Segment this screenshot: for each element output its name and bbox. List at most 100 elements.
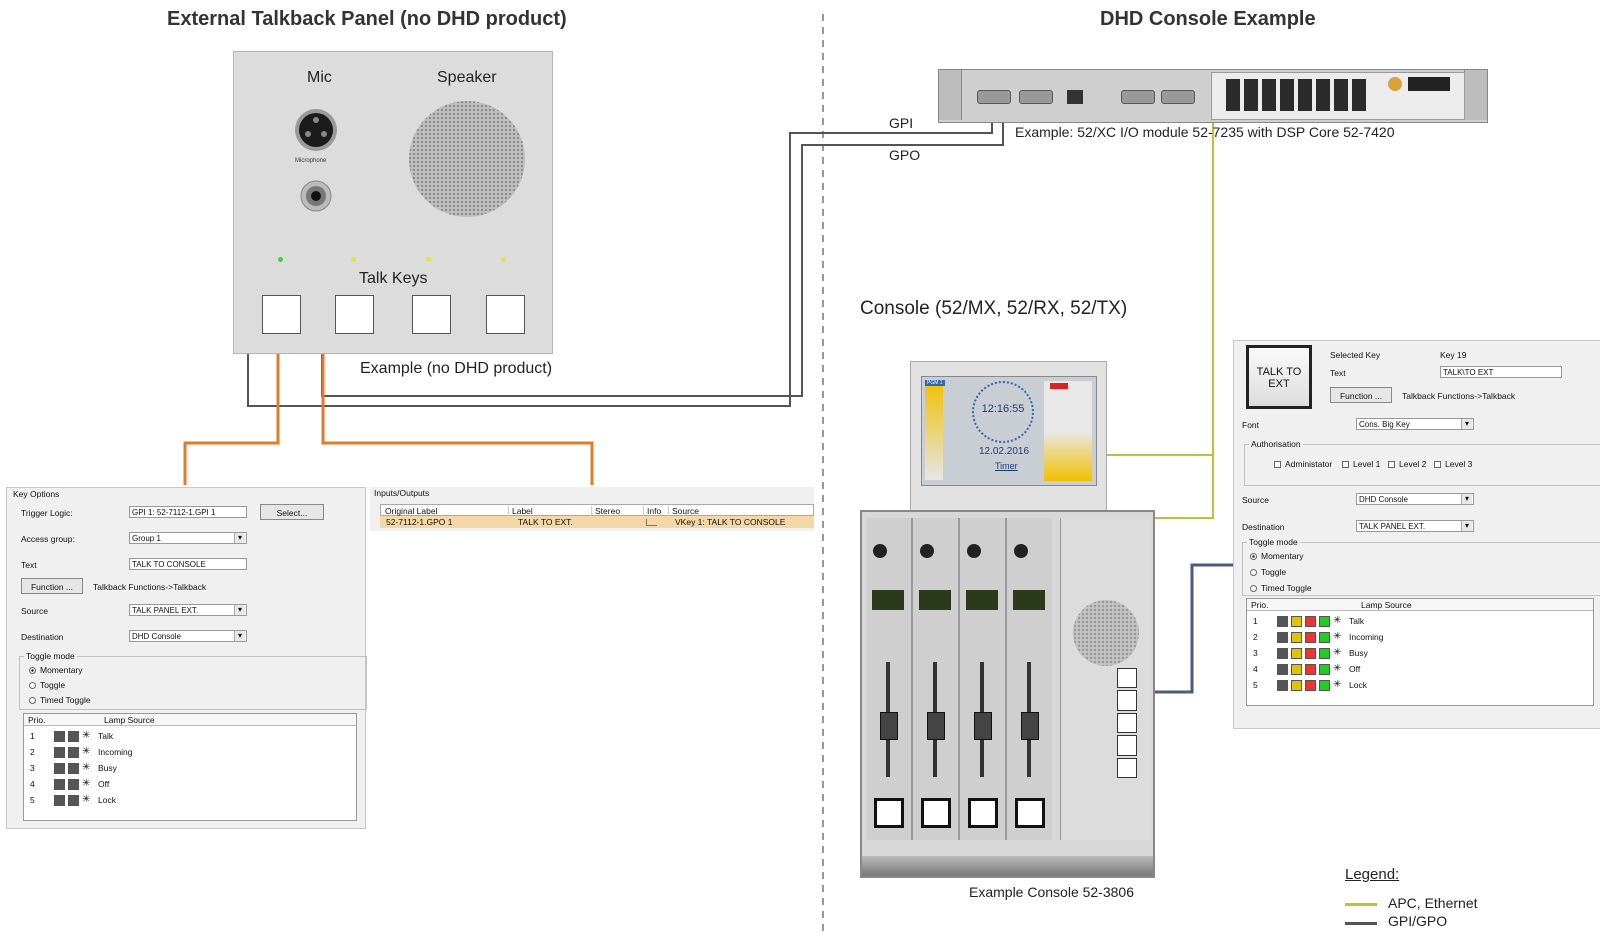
lamp-row-prio: 2 xyxy=(1253,632,1258,642)
io-header-label: Label xyxy=(508,506,533,516)
auth-administrator[interactable]: Administator xyxy=(1274,459,1332,469)
key-text-field[interactable]: TALK\TO EXT xyxy=(1440,366,1562,378)
speaker-label: Speaker xyxy=(437,69,497,86)
key-destination-select[interactable]: TALK PANEL EXT. xyxy=(1356,520,1474,532)
function-value: Talkback Functions->Talkback xyxy=(93,582,207,592)
key-source-select[interactable]: DHD Console xyxy=(1356,493,1474,505)
toggle-timed-label: Timed Toggle xyxy=(40,695,91,705)
function-button[interactable]: Function ... xyxy=(21,578,83,594)
auth-level-2-label: Level 2 xyxy=(1399,459,1427,469)
channel-key-2[interactable] xyxy=(921,798,951,828)
lamp-row[interactable]: 5✳Lock xyxy=(1247,679,1593,693)
lamp-swatch xyxy=(1277,680,1288,691)
trigger-logic-label: Trigger Logic: xyxy=(21,508,73,518)
auth-level-1[interactable]: Level 1 xyxy=(1342,459,1380,469)
toggle-toggle-label: Toggle xyxy=(40,680,66,690)
fader-cap-2[interactable] xyxy=(927,712,945,740)
lamp-row-prio: 1 xyxy=(30,731,35,741)
toggle-mode-title: Toggle mode xyxy=(24,651,77,661)
lamp-icon: ✳ xyxy=(82,762,91,773)
lamp-row-name: Lock xyxy=(1349,680,1367,690)
fader-cap-1[interactable] xyxy=(880,712,898,740)
auth-level-2[interactable]: Level 2 xyxy=(1388,459,1426,469)
lamp-row-name: Off xyxy=(98,779,110,789)
key-function-button[interactable]: Function ... xyxy=(1330,387,1392,403)
text-label: Text xyxy=(21,560,37,570)
console-talk-key-4[interactable] xyxy=(1117,735,1137,756)
lamp-row[interactable]: 2✳Incoming xyxy=(1247,631,1593,645)
console-talk-key-1[interactable] xyxy=(1117,668,1137,689)
talk-key-1[interactable] xyxy=(262,295,301,334)
lamp-swatch xyxy=(1305,616,1316,627)
knob-2[interactable] xyxy=(920,544,934,558)
io-module-rack xyxy=(938,69,1488,123)
talk-key-2[interactable] xyxy=(335,295,374,334)
fader-strips xyxy=(866,518,1052,840)
key-toggle-toggle[interactable]: Toggle xyxy=(1250,567,1286,577)
console-talk-key-5[interactable] xyxy=(1117,757,1137,779)
knob-3[interactable] xyxy=(967,544,981,558)
toggle-toggle[interactable]: Toggle xyxy=(29,680,65,690)
screen-mic-indicator xyxy=(1050,383,1068,389)
fader-cap-4[interactable] xyxy=(1021,712,1039,740)
io-row-original: 52-7112-1.GPO 1 xyxy=(386,517,453,527)
channel-display-3 xyxy=(966,590,998,610)
auth-level-3[interactable]: Level 3 xyxy=(1434,459,1472,469)
lamp-icon: ✳ xyxy=(1333,647,1342,658)
select-button[interactable]: Select... xyxy=(260,504,324,520)
font-select[interactable]: Cons. Big Key xyxy=(1356,418,1474,430)
io-row[interactable]: 52-7112-1.GPO 1 TALK TO EXT. VKey 1: TAL… xyxy=(380,516,814,528)
talk-key-3[interactable] xyxy=(412,295,451,334)
lamp-row-prio: 3 xyxy=(30,763,35,773)
lamp-row-name: Incoming xyxy=(98,747,133,757)
channel-key-3[interactable] xyxy=(968,798,998,828)
lamp-icon: ✳ xyxy=(1333,631,1342,642)
lamp-row[interactable]: 2✳Incoming xyxy=(24,746,356,760)
talk-to-ext-key[interactable]: TALK TO EXT xyxy=(1246,345,1312,409)
lamp-row[interactable]: 4✳Off xyxy=(24,778,356,792)
talkback-panel: Mic Speaker Microphone Talk Keys xyxy=(233,51,553,354)
lamp-row[interactable]: 1✳Talk xyxy=(1247,615,1593,629)
right-title: DHD Console Example xyxy=(1100,8,1316,30)
talk-key-4[interactable] xyxy=(486,295,525,334)
console-link-line xyxy=(1155,563,1233,694)
lamp-row[interactable]: 3✳Busy xyxy=(1247,647,1593,661)
lamp-swatch xyxy=(1291,648,1302,659)
console-talk-key-3[interactable] xyxy=(1117,712,1137,734)
toggle-timed[interactable]: Timed Toggle xyxy=(29,695,91,705)
text-field[interactable]: TALK TO CONSOLE xyxy=(129,558,247,570)
console-speaker-icon xyxy=(1073,600,1139,666)
clock-ring xyxy=(972,381,1034,443)
key-text-label: Text xyxy=(1330,368,1346,378)
toggle-momentary[interactable]: Momentary xyxy=(29,665,83,675)
lamp-row-prio: 4 xyxy=(30,779,35,789)
knob-1[interactable] xyxy=(873,544,887,558)
trigger-logic-field[interactable]: GPI 1: 52-7112-1.GPI 1 xyxy=(129,506,247,518)
knob-4[interactable] xyxy=(1014,544,1028,558)
lamp-icon: ✳ xyxy=(82,730,91,741)
lamp-row[interactable]: 4✳Off xyxy=(1247,663,1593,677)
destination-select[interactable]: DHD Console xyxy=(129,630,247,642)
access-group-select[interactable]: Group 1 xyxy=(129,532,247,544)
lamp-row-prio: 5 xyxy=(1253,680,1258,690)
lamp-swatch xyxy=(1277,616,1288,627)
channel-key-4[interactable] xyxy=(1015,798,1045,828)
key-source-label: Source xyxy=(1242,495,1269,505)
key-led-4 xyxy=(501,257,506,262)
fader-cap-3[interactable] xyxy=(974,712,992,740)
key-toggle-momentary[interactable]: Momentary xyxy=(1250,551,1304,561)
lamp-row[interactable]: 1✳Talk xyxy=(24,730,356,744)
lamp-swatch xyxy=(1305,680,1316,691)
lamp-swatch xyxy=(1319,680,1330,691)
source-select[interactable]: TALK PANEL EXT. xyxy=(129,604,247,616)
channel-key-1[interactable] xyxy=(874,798,904,828)
lamp-row[interactable]: 5✳Lock xyxy=(24,794,356,808)
lamp-swatch xyxy=(1291,664,1302,675)
console-talk-key-2[interactable] xyxy=(1117,690,1137,711)
radio-icon xyxy=(29,682,36,689)
lamp-row[interactable]: 3✳Busy xyxy=(24,762,356,776)
authorisation-group: Authorisation xyxy=(1244,439,1600,486)
source-label: Source xyxy=(21,606,48,616)
ethernet-port xyxy=(1067,90,1083,104)
key-toggle-timed[interactable]: Timed Toggle xyxy=(1250,583,1312,593)
